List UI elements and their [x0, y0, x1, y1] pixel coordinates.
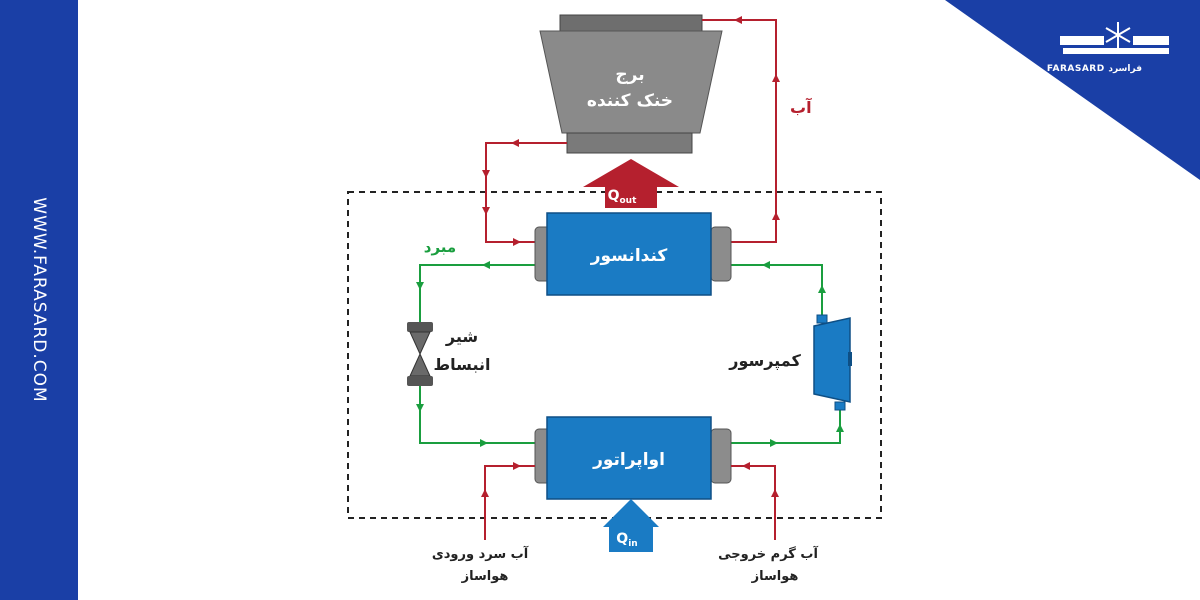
- cooling-tower: برج خنک کننده: [539, 14, 723, 154]
- q-in-sub: in: [628, 539, 638, 549]
- hot-water-out-label-line2: هواساز: [751, 569, 799, 584]
- left-brand-band: WWW.FARASARD.COM: [0, 0, 78, 600]
- q-out-sub: out: [620, 196, 638, 206]
- logo-text: FARASARD فراسرد: [1046, 64, 1142, 74]
- cold-water-in-label-line1: آب سرد ورودی: [432, 545, 529, 562]
- corner-logo-triangle: [945, 0, 1200, 180]
- expansion-valve-icon: [407, 322, 433, 386]
- evaporator-water-arrowheads: [481, 462, 779, 497]
- q-out-main: Q: [608, 188, 620, 204]
- compressor-icon: [813, 314, 852, 411]
- cold-water-in-label-line2: هواساز: [461, 569, 509, 584]
- refrigerant-label: مبرد: [424, 238, 456, 256]
- cooling-tower-label-line1: برج: [615, 65, 644, 85]
- water-label: آب: [790, 97, 812, 117]
- condenser-label: کندانسور: [590, 246, 668, 266]
- expansion-valve-label-line2: انبساط: [434, 355, 491, 374]
- hot-water-out-label-line1: آب گرم خروجی: [718, 545, 818, 562]
- q-in-arrow: Qin: [603, 499, 659, 552]
- q-in-main: Q: [616, 531, 628, 547]
- condenser: کندانسور: [534, 212, 732, 296]
- refrigerant-arrowheads: [416, 261, 844, 447]
- compressor-label: کمپرسور: [728, 351, 801, 371]
- q-out-arrow: Qout: [583, 159, 679, 208]
- cooling-tower-label-line2: خنک کننده: [587, 91, 673, 111]
- svg-text:Qout: Qout: [608, 188, 637, 206]
- logo-bars-icon: [1060, 36, 1169, 54]
- snowflake-icon: [1105, 22, 1131, 48]
- expansion-valve-label-line1: شیر: [445, 327, 478, 346]
- condenser-water-arrowheads: [482, 16, 780, 246]
- evaporator: اواپراتور: [534, 416, 732, 500]
- svg-text:Qin: Qin: [616, 531, 637, 549]
- evaporator-label: اواپراتور: [592, 450, 665, 470]
